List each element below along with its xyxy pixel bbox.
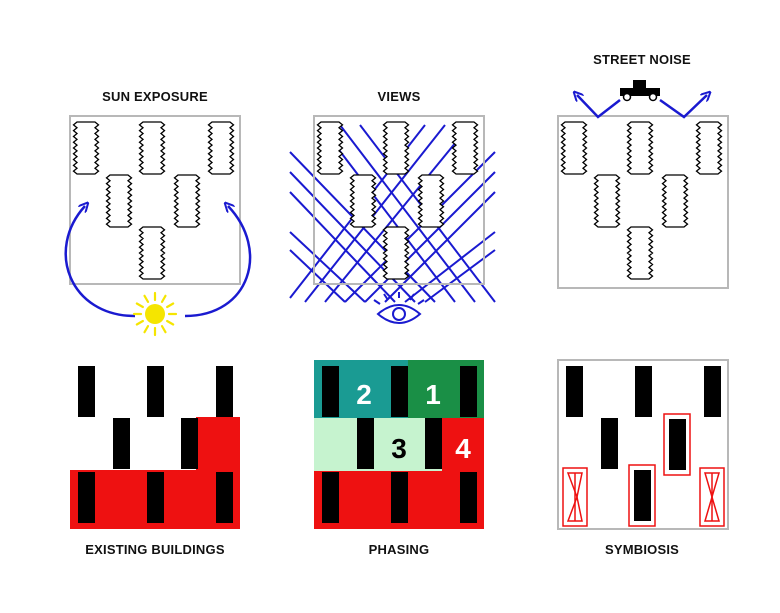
panel-sun-exposure (64, 115, 252, 337)
building-block (105, 174, 133, 228)
site-frame (69, 115, 241, 285)
panel-title-views: VIEWS (377, 89, 421, 104)
panel-title-street-noise: STREET NOISE (593, 52, 691, 67)
building-bar (704, 366, 721, 417)
view-line (364, 171, 496, 303)
building-bar (391, 472, 408, 523)
sun-path-arrow-right (184, 206, 252, 318)
phase-label-4: 4 (455, 433, 471, 464)
building-block (626, 226, 654, 280)
building-block (695, 121, 723, 175)
building-bar (216, 472, 233, 523)
building-bar (357, 418, 374, 469)
panel-views (289, 115, 496, 324)
eye-icon (373, 292, 425, 324)
sun-icon (132, 291, 178, 337)
building-block (593, 174, 621, 228)
site-frame (557, 115, 729, 289)
building-bar (322, 472, 339, 523)
phase-label-1: 1 (425, 379, 441, 410)
tapered-building-right (699, 467, 725, 527)
view-line (339, 124, 476, 303)
new-building-outlines (562, 413, 725, 527)
panel-street-noise (557, 80, 729, 289)
building-blocks (560, 121, 723, 280)
panel-existing-buildings (70, 366, 240, 529)
view-line (289, 249, 346, 303)
building-block (451, 121, 479, 175)
building-block (417, 174, 445, 228)
building-bar (216, 366, 233, 417)
panel-title-phasing: PHASING (368, 542, 430, 557)
building-block (138, 121, 166, 175)
building-blocks (72, 121, 235, 280)
building-block (626, 121, 654, 175)
view-line (344, 151, 496, 303)
building-bar (460, 366, 477, 417)
building-bar (391, 366, 408, 417)
phase-4-area (442, 418, 484, 471)
panel-title-existing-buildings: EXISTING BUILDINGS (85, 542, 225, 557)
panel-phasing: 2 1 3 4 (314, 360, 484, 529)
building-bar (147, 366, 164, 417)
building-block (138, 226, 166, 280)
phase-label-3: 3 (391, 433, 407, 464)
view-line (324, 124, 471, 303)
phase-label-2: 2 (356, 379, 372, 410)
building-bars (78, 366, 233, 523)
building-bar (78, 366, 95, 417)
sun-path-arrow-left (64, 206, 136, 318)
building-bar (566, 366, 583, 417)
site-frame (313, 115, 485, 285)
building-bar (147, 472, 164, 523)
panel-symbiosis (557, 359, 729, 530)
building-bars (322, 366, 477, 523)
site-frame (557, 359, 729, 530)
view-line (404, 231, 496, 303)
phase-3-area (314, 418, 442, 471)
building-bar (634, 470, 651, 521)
car-icon (620, 80, 660, 102)
building-blocks (316, 121, 479, 280)
building-bar (425, 418, 442, 469)
noise-arrow-right (659, 95, 707, 119)
building-bar (113, 418, 130, 469)
building-bars (566, 366, 721, 521)
noise-arrow-left (577, 95, 621, 119)
building-block (72, 121, 100, 175)
building-bar (601, 418, 618, 469)
new-building-outline (628, 464, 656, 527)
view-line (289, 171, 416, 303)
building-bar (635, 366, 652, 417)
building-bar (181, 418, 198, 469)
building-block (382, 226, 410, 280)
tapered-building-left (562, 467, 588, 527)
building-bar (669, 419, 686, 470)
building-block (560, 121, 588, 175)
building-bar (460, 472, 477, 523)
building-block (316, 121, 344, 175)
building-block (382, 121, 410, 175)
building-bar (78, 472, 95, 523)
view-line (289, 231, 366, 303)
panel-title-symbiosis: SYMBIOSIS (604, 542, 680, 557)
panel-title-sun-exposure: SUN EXPOSURE (102, 89, 208, 104)
building-block (661, 174, 689, 228)
building-block (173, 174, 201, 228)
building-block (207, 121, 235, 175)
building-bar (322, 366, 339, 417)
building-block (349, 174, 377, 228)
new-building-outline (663, 413, 691, 476)
